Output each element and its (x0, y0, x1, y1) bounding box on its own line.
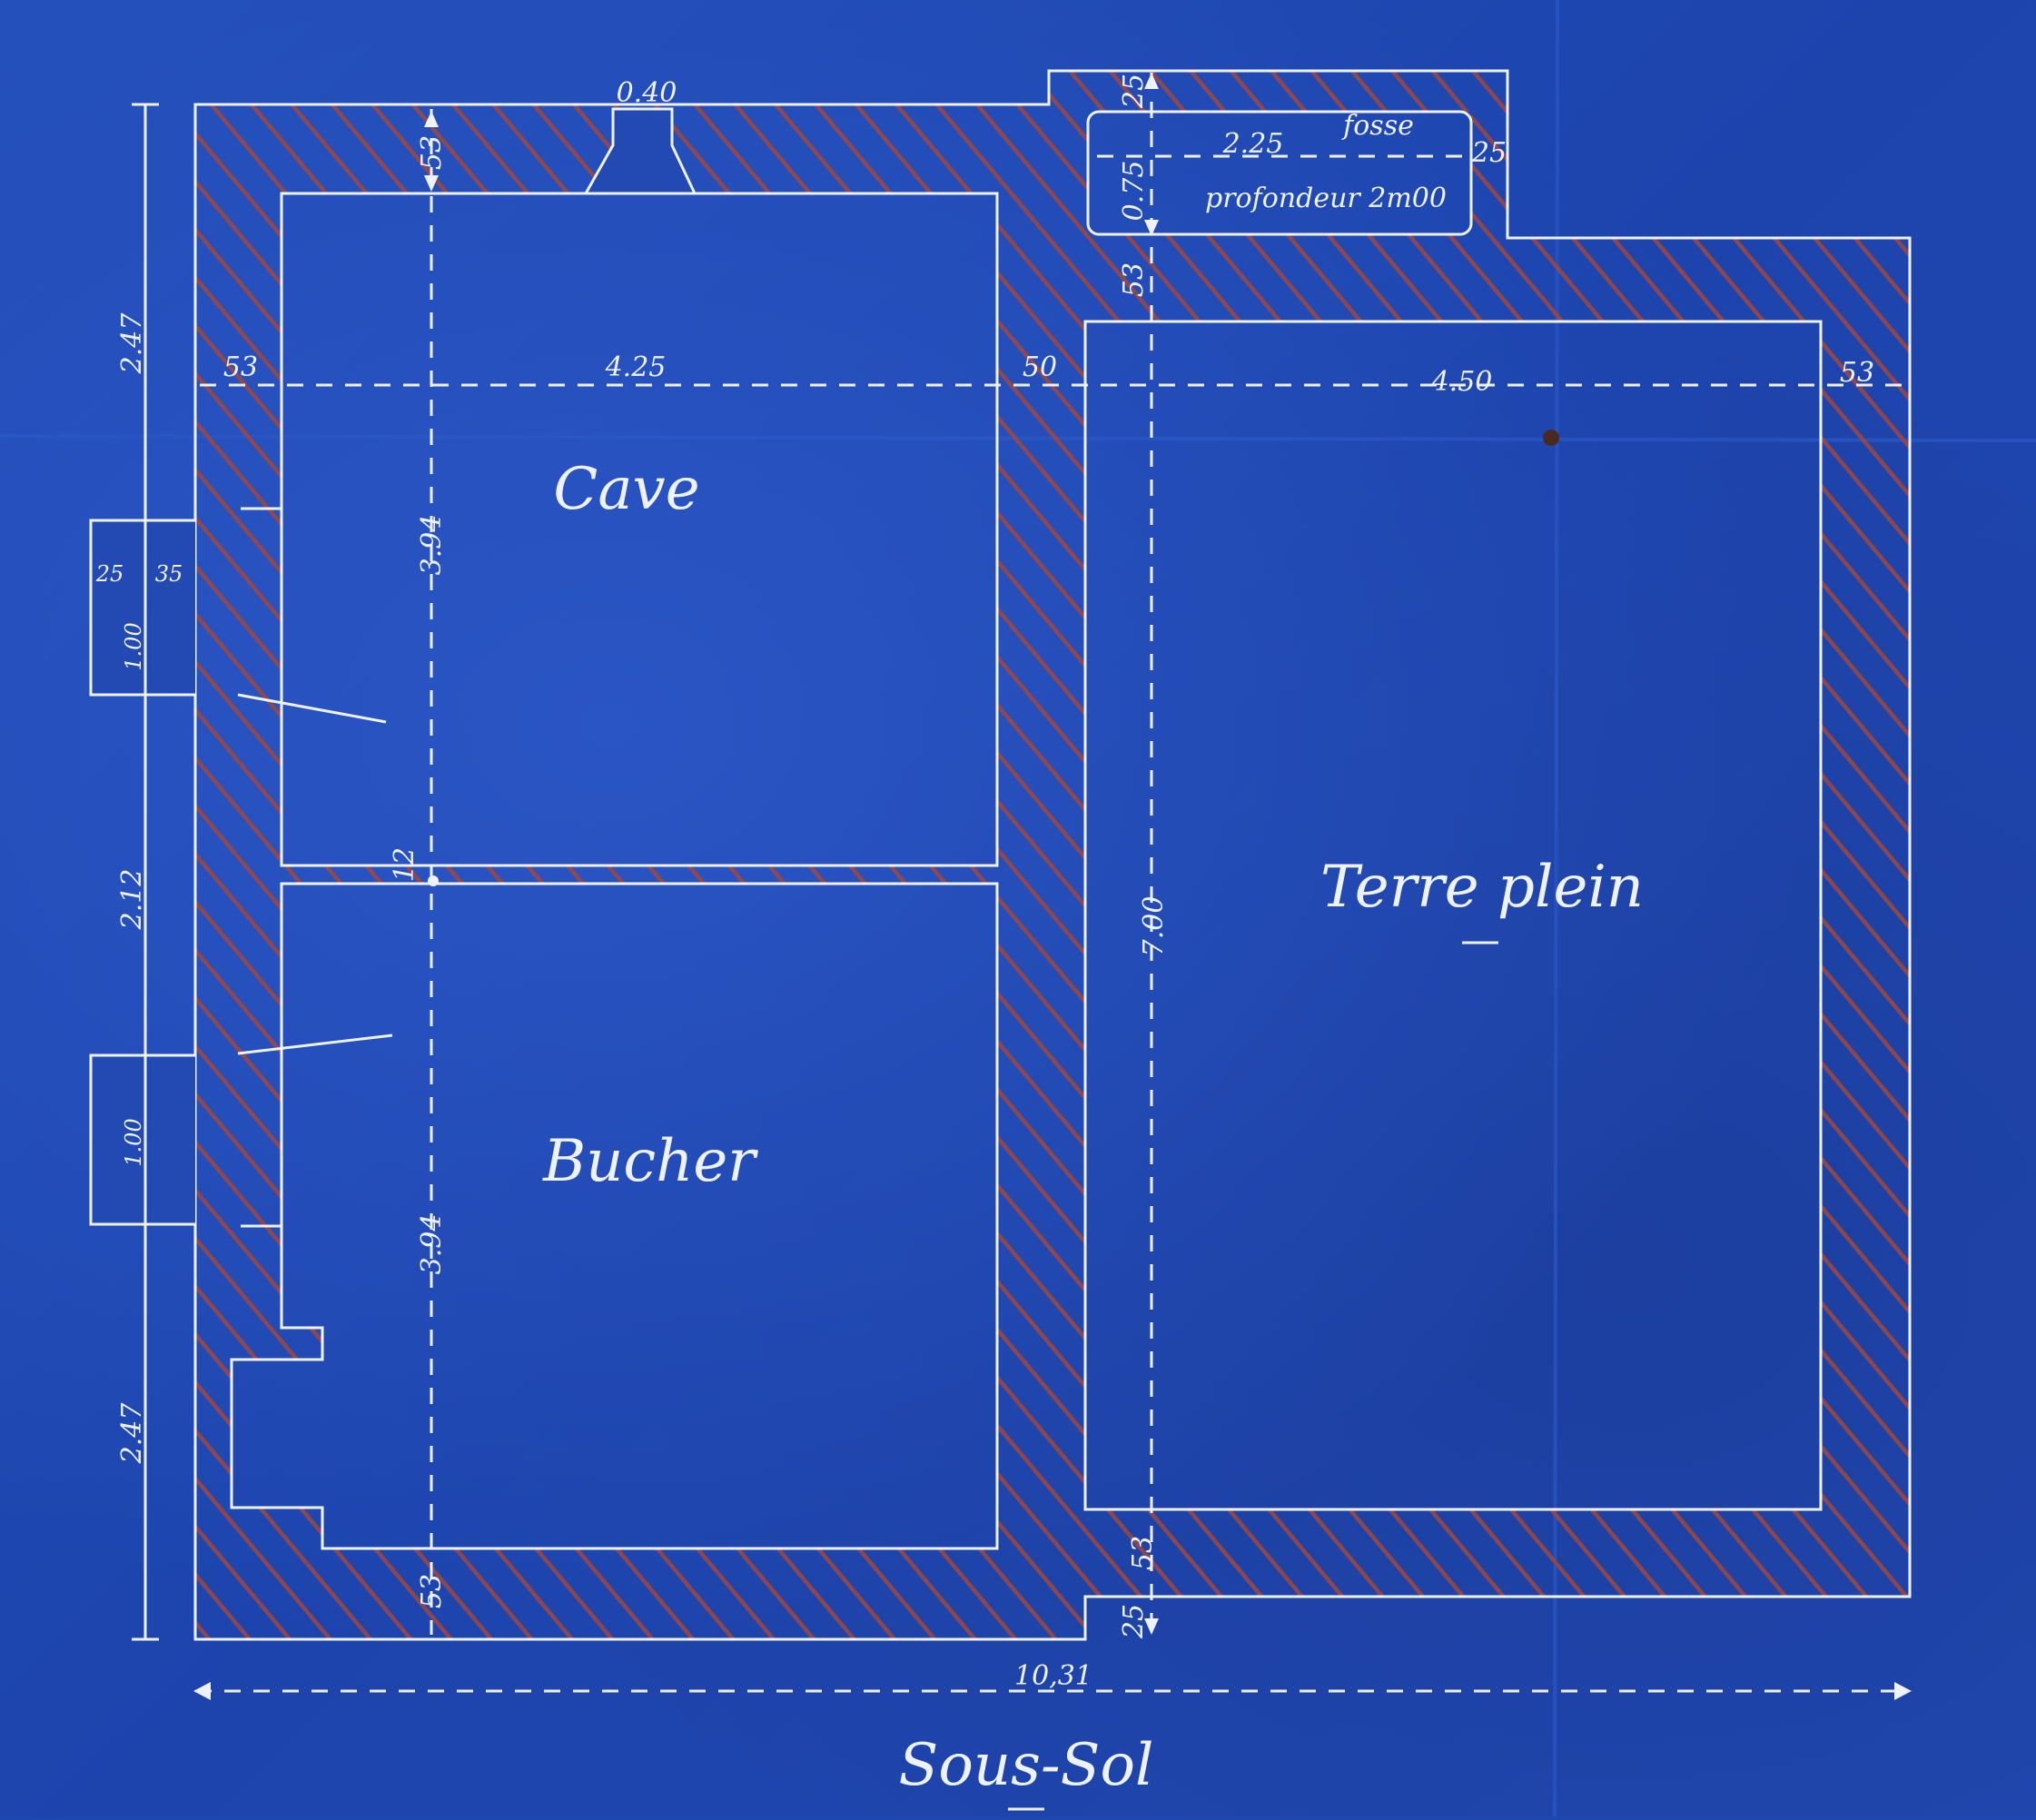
dim-left-seg-mid: 2.12 (116, 869, 148, 931)
masonry-walls (195, 71, 1910, 1639)
bucher-outline (230, 882, 999, 1550)
dim-overall-width: 10,31 (1014, 1660, 1092, 1692)
dim-window-lower-h: 1.00 (121, 1118, 146, 1166)
dim-window-upper-a: 25 (95, 561, 124, 587)
dim-fosse-height: 0.75 (1118, 161, 1150, 222)
fosse-label: fosse (1341, 110, 1414, 142)
dim-chimney: 0.40 (617, 77, 677, 109)
dimension-lines (195, 73, 1910, 1693)
fosse-depth-note: profondeur 2m00 (1205, 183, 1447, 214)
left-dimension-chain (132, 103, 159, 1641)
dim-window-upper-b: 35 (155, 561, 183, 587)
dim-bottom-wall-right: 53 (1127, 1536, 1159, 1570)
cave-outline (280, 192, 999, 867)
room-label-cave: Cave (553, 456, 699, 523)
dimension-ticks (424, 73, 1559, 1635)
dim-bucher-depth: 3.94 (416, 1214, 448, 1275)
dim-fosse-width: 2.25 (1222, 128, 1284, 160)
dim-terre-plein-depth: 7.00 (1138, 896, 1170, 957)
door-swing-upper (237, 693, 387, 724)
room-label-terre-plein: Terre plein (1320, 854, 1644, 921)
fosse-outline (1086, 110, 1473, 236)
dim-fosse-wall-right: 25 (1471, 137, 1507, 169)
dim-partition: 12 (389, 847, 420, 882)
dim-right-wall: 53 (1840, 357, 1874, 389)
overall-dimension-arrows (193, 1682, 1912, 1700)
dim-top-wall-left: 53 (416, 135, 448, 170)
chimney-flue (583, 107, 697, 195)
dim-fosse-wall-top: 25 (1118, 74, 1150, 109)
terre-plein-outline (1083, 320, 1823, 1511)
dim-cave-depth: 3.94 (416, 515, 448, 576)
dim-left-seg-top: 2.47 (116, 312, 148, 375)
dim-terre-plein-width: 4.50 (1431, 366, 1493, 398)
door-swing-lower (237, 1034, 393, 1055)
dim-top-wall-right: 53 (1118, 262, 1150, 297)
dim-bottom-step: 25 (1118, 1604, 1150, 1639)
dim-window-upper-h: 1.00 (121, 622, 146, 670)
dim-cave-width: 4.25 (605, 351, 667, 383)
dim-left-seg-bottom: 2.47 (116, 1402, 148, 1465)
room-label-bucher: Bucher (542, 1128, 758, 1195)
dim-bottom-wall-left: 53 (416, 1574, 448, 1608)
dim-middle-wall: 50 (1023, 351, 1057, 383)
plan-title: Sous-Sol (899, 1732, 1154, 1799)
outer-wall-outline (193, 69, 1912, 1641)
dim-left-wall: 53 (223, 351, 258, 383)
